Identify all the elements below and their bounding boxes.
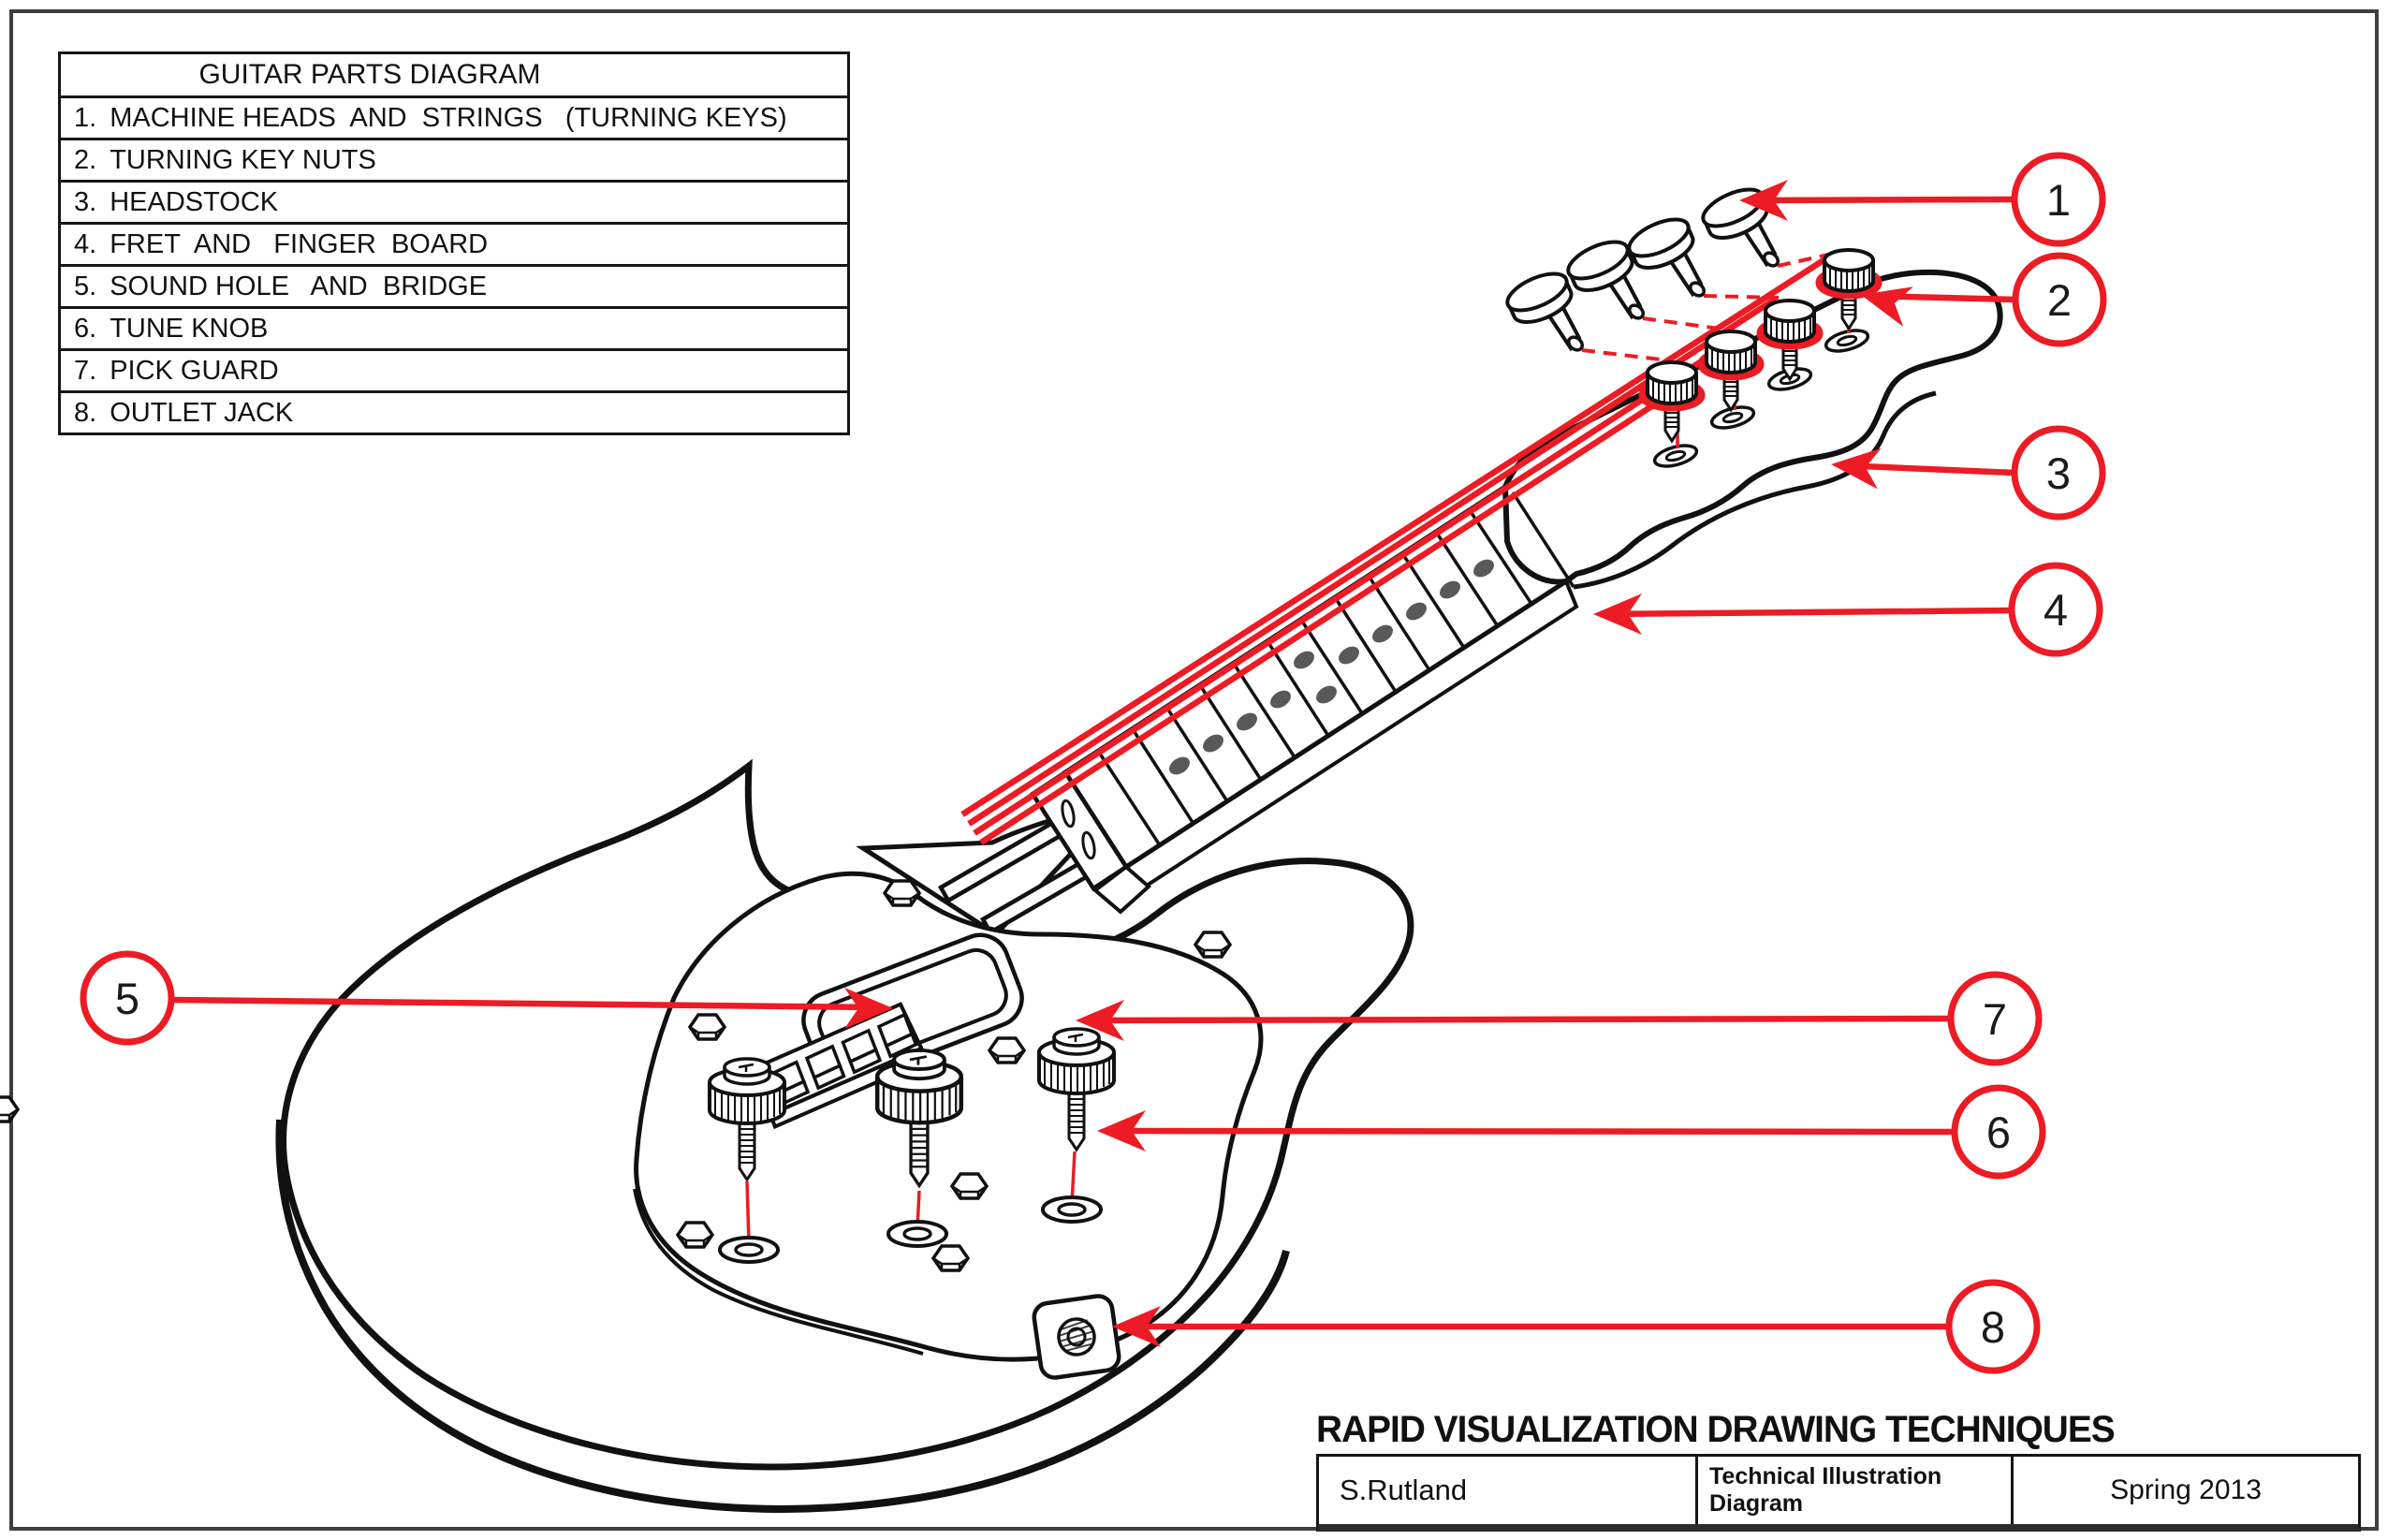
- hex-bolt-icon: [1194, 931, 1232, 959]
- headstock-side-edge: [1573, 390, 1937, 590]
- row-number: 6.: [74, 313, 97, 344]
- hex-bolt-icon: [688, 1013, 726, 1041]
- parts-table-row: 7. PICK GUARD: [61, 351, 847, 393]
- parts-table-row: 1. MACHINE HEADS AND STRINGS (TURNING KE…: [61, 98, 847, 140]
- row-label: FRET AND FINGER BOARD: [110, 228, 489, 259]
- parts-table-row: 4. FRET AND FINGER BOARD: [61, 225, 847, 267]
- parts-table-row: 2. TURNING KEY NUTS: [61, 140, 847, 183]
- outlet-jack: [1032, 1294, 1121, 1380]
- row-number: 3.: [74, 186, 97, 217]
- row-label: HEADSTOCK: [110, 186, 279, 217]
- knob-hole: [886, 1220, 948, 1248]
- hex-bolt-icon: [883, 879, 921, 907]
- hex-bolt-icon: [988, 1036, 1026, 1064]
- hex-bolt-icon: [676, 1221, 714, 1249]
- fretboard-dots: [1169, 559, 1494, 775]
- headstock: [1502, 269, 2003, 585]
- callout-number-8: 8: [1981, 1302, 2005, 1352]
- callout-number-5: 5: [115, 974, 139, 1023]
- title-block: S.Rutland Technical Illustration Diagram…: [1316, 1454, 2361, 1532]
- parts-table-row: 3. HEADSTOCK: [61, 183, 847, 225]
- row-label: MACHINE HEADS AND STRINGS (TURNING KEYS): [110, 102, 787, 133]
- page-border-frame: [9, 9, 2379, 1531]
- fret-lines: [1096, 509, 1533, 846]
- row-number: 4.: [74, 228, 97, 259]
- headstock-string-holes: [1652, 316, 1870, 468]
- row-label: OUTLET JACK: [110, 397, 294, 428]
- row-label: PICK GUARD: [110, 355, 279, 386]
- drawing-title: RAPID VISUALIZATION DRAWING TECHNIQUES: [1316, 1409, 2116, 1450]
- callout-number-4: 4: [2044, 585, 2068, 635]
- row-label: TURNING KEY NUTS: [110, 144, 376, 175]
- assembly-dashed-lines: [1581, 253, 1829, 361]
- parts-table-row: 5. SOUND HOLE AND BRIDGE: [61, 267, 847, 309]
- row-number: 8.: [74, 397, 97, 428]
- callout-number-1: 1: [2046, 175, 2071, 225]
- row-label: SOUND HOLE AND BRIDGE: [110, 271, 488, 301]
- row-label: TUNE KNOB: [110, 313, 269, 344]
- title-block-term: Spring 2013: [2110, 1474, 2262, 1505]
- row-number: 1.: [74, 102, 97, 133]
- guitar-strings: [960, 257, 1825, 845]
- callout-numbers: 1 2 3 4 5 6 7 8: [115, 175, 2072, 1352]
- machine-head: [1621, 210, 1708, 301]
- nut-line: [1511, 491, 1575, 588]
- callout-number-2: 2: [2047, 275, 2072, 325]
- callout-number-3: 3: [2046, 448, 2071, 498]
- neck-heel-block: [1029, 769, 1152, 915]
- hex-bolt-icon: [931, 1244, 970, 1272]
- callout-number-6: 6: [1986, 1107, 2011, 1157]
- parts-table-title: GUITAR PARTS DIAGRAM: [61, 54, 847, 98]
- hex-bolt-icon: [950, 1172, 989, 1200]
- title-block-document: Technical Illustration Diagram: [1698, 1457, 2014, 1524]
- body-side-edge: [275, 1119, 1290, 1513]
- knob-hole: [718, 1236, 780, 1264]
- title-block-author: S.Rutland: [1319, 1457, 1698, 1524]
- knob-hole: [1041, 1195, 1103, 1224]
- knob-guide-line: [745, 1181, 751, 1244]
- row-number: 7.: [74, 355, 97, 386]
- pick-guard-thickness: [633, 1188, 924, 1356]
- hex-bolt-icon: [0, 1095, 20, 1123]
- parts-table-row: 8. OUTLET JACK: [61, 393, 847, 433]
- parts-table: GUITAR PARTS DIAGRAM 1. MACHINE HEADS AN…: [58, 51, 850, 435]
- callout-circles: [80, 152, 2107, 1374]
- parts-table-row: 6. TUNE KNOB: [61, 309, 847, 351]
- callout-number-7: 7: [1983, 994, 2007, 1044]
- row-number: 5.: [74, 271, 97, 301]
- row-number: 2.: [74, 144, 97, 175]
- knob-guide-line: [1070, 1151, 1077, 1205]
